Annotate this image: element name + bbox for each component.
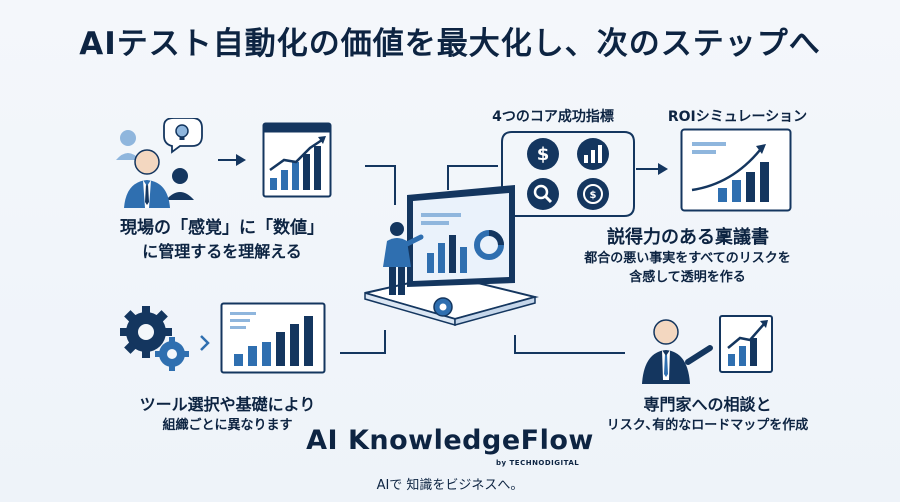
bottom-left-line2: 組織ごとに異なります: [162, 418, 293, 433]
bottom-right-line1: 専門家への相談と: [643, 395, 772, 414]
coin-cycle-icon: $: [577, 178, 609, 210]
central-monitor-illustration: [364, 185, 539, 326]
bottom-right-line2: リスク､有的なロードマップを作成: [606, 418, 809, 433]
bar-chart-window-icon: [220, 302, 326, 374]
core-metrics-panel: $ $: [501, 131, 635, 217]
growth-chart-window-icon: [262, 122, 332, 198]
brand-name: AI KnowledgeFlow: [306, 425, 594, 456]
connector-top-left: [365, 165, 396, 205]
connector-bottom-left: [340, 330, 386, 354]
search-icon: [527, 178, 559, 210]
page-title: AIテスト自動化の価値を最大化し、次のステップへ: [79, 26, 821, 62]
svg-text:$: $: [590, 190, 597, 201]
brand-tagline: AIで 知識をビジネスへ。: [376, 478, 524, 493]
roi-simulation-window-icon: [680, 128, 792, 212]
proposal-line1: 都合の悪い事実をすべてのリスクを: [584, 251, 791, 266]
connector-bottom-right: [514, 335, 625, 354]
bar-chart-icon: [577, 138, 609, 170]
proposal-title: 説得力のある稟議書: [607, 227, 769, 248]
dollar-icon: $: [527, 138, 559, 170]
metrics-heading: 4つのコア成功指標: [492, 109, 614, 125]
svg-text:$: $: [537, 144, 550, 165]
top-left-line1: 現場の「感覚」に「数値」: [120, 218, 324, 238]
connector-top-right: [447, 165, 498, 190]
roi-heading: ROIシミュレーション: [667, 109, 808, 125]
arrow-top-right-head: [658, 163, 668, 175]
settings-gears-icon: [120, 306, 189, 371]
brand-by: by TECHNODIGITAL: [496, 459, 580, 467]
bottom-left-line1: ツール選択や基礎により: [139, 395, 316, 414]
proposal-line2: 含感して透明を作る: [629, 270, 746, 285]
top-left-line2: に管理するを理解える: [142, 242, 302, 261]
consultant-chart-icon: [642, 315, 773, 384]
team-lightbulb-icon: [116, 118, 203, 208]
arrow-top-left-head: [236, 154, 246, 166]
chevron-right-icon: [200, 335, 210, 351]
